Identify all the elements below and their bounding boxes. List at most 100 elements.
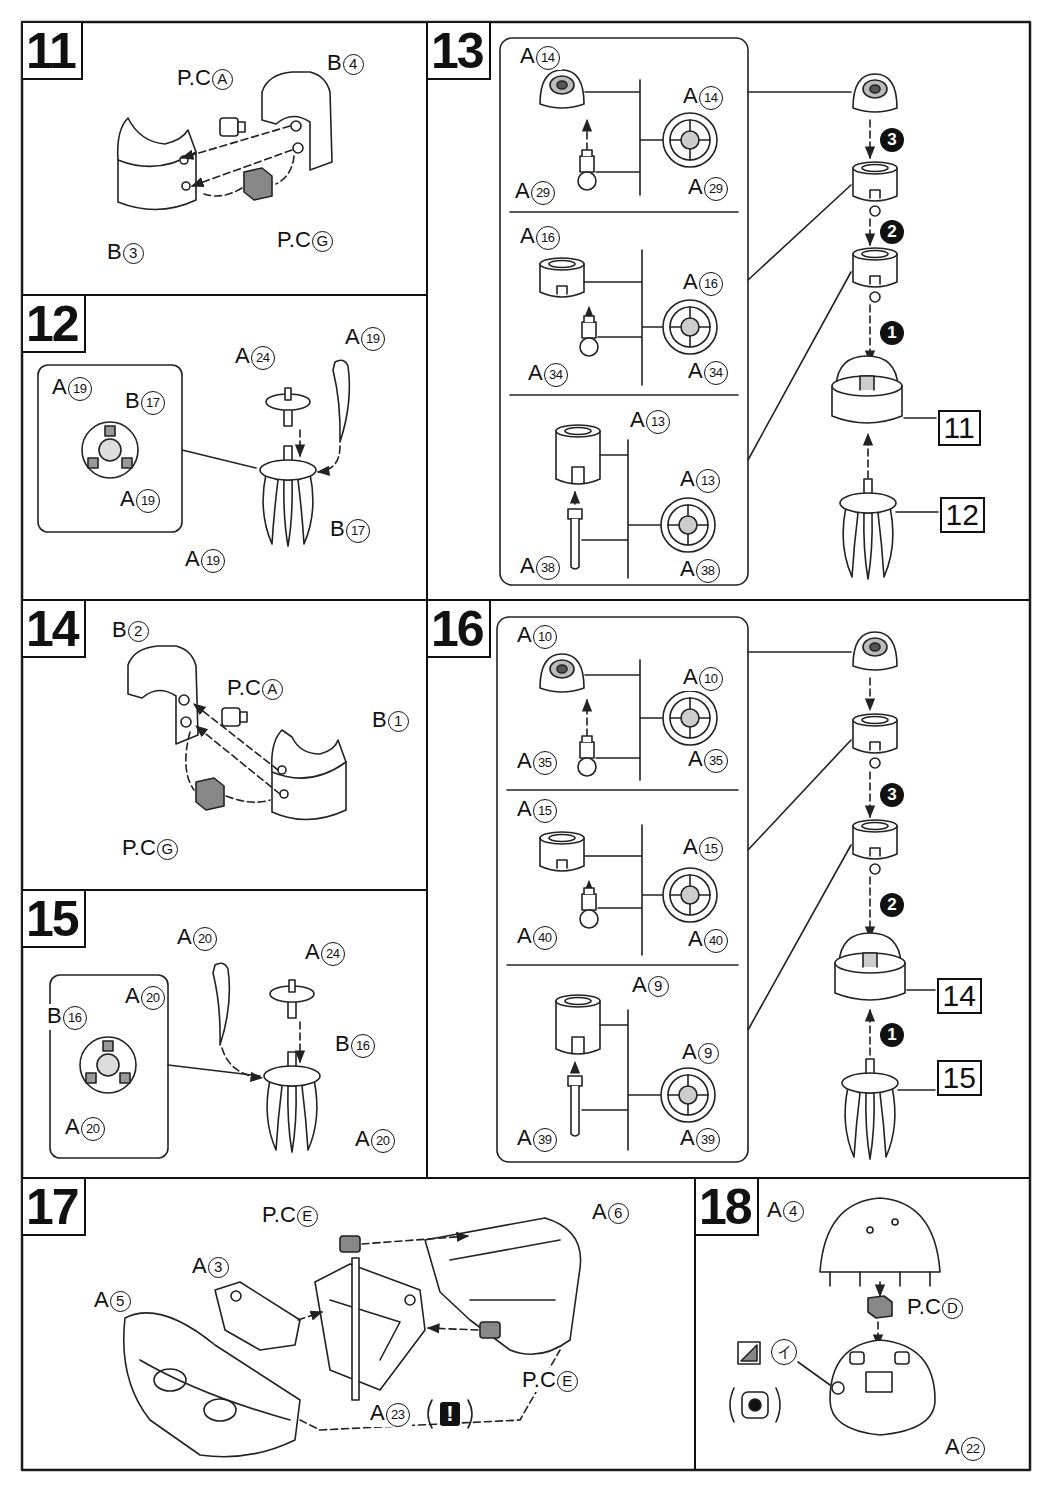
- step-marker: 2: [880, 220, 904, 244]
- circled-number: 29: [531, 181, 555, 205]
- part-label: A15: [681, 835, 725, 861]
- circled-number: 15: [699, 837, 723, 861]
- circled-number: 20: [81, 1117, 105, 1141]
- part-label: A38: [678, 557, 722, 583]
- subassembly-ref: 11: [938, 410, 981, 446]
- ref-number: 11: [938, 410, 981, 446]
- circled-number: 4: [783, 1201, 804, 1222]
- part-label: A6: [590, 1200, 631, 1224]
- step-number: 15: [23, 891, 86, 948]
- step-number: 11: [23, 23, 83, 80]
- circled-number: 1: [388, 711, 409, 732]
- part-label: P.CA: [225, 676, 285, 700]
- step-number: 12: [23, 296, 86, 353]
- step-marker: 2: [880, 893, 904, 917]
- part-label: P.CG: [275, 228, 335, 252]
- part-label: A16: [518, 224, 562, 250]
- ref-number: 12: [940, 497, 985, 533]
- circled-number: 40: [704, 929, 728, 953]
- part-label: A24: [233, 344, 277, 370]
- part-label: A13: [678, 467, 722, 493]
- part-label: A13: [628, 408, 672, 434]
- circled-number: 34: [704, 361, 728, 385]
- part-label: B16: [333, 1032, 377, 1058]
- part-label: A29: [513, 179, 557, 205]
- step-number: 17: [23, 1179, 86, 1236]
- part-label: A20: [63, 1115, 107, 1141]
- part-label: A40: [515, 924, 559, 950]
- circled-number: 9: [698, 1043, 719, 1064]
- circled-number: 13: [646, 410, 670, 434]
- part-label: A40: [686, 927, 730, 953]
- part-label: B16: [45, 1004, 89, 1030]
- circled-number: 3: [208, 1257, 229, 1278]
- circled-number: 16: [699, 272, 723, 296]
- part-label: A16: [681, 270, 725, 296]
- part-label: A19: [183, 547, 227, 573]
- circled-number: 14: [536, 46, 560, 70]
- part-label: A3: [190, 1254, 231, 1278]
- part-label: B3: [105, 240, 146, 264]
- step-number: 18: [696, 1179, 759, 1236]
- part-label: A24: [303, 940, 347, 966]
- part-label: B17: [328, 517, 372, 543]
- circled-number: 24: [321, 942, 345, 966]
- part-label: A14: [681, 84, 725, 110]
- circled-number: 16: [63, 1006, 87, 1030]
- circled-number: 13: [696, 469, 720, 493]
- part-label: A5: [92, 1288, 133, 1312]
- part-label: P.CE: [260, 1203, 320, 1227]
- part-label: B17: [123, 389, 167, 415]
- circled-number: 38: [536, 556, 560, 580]
- circled-number: 5: [110, 1291, 131, 1312]
- circled-number: 2: [128, 621, 149, 642]
- part-label: A19: [343, 325, 387, 351]
- part-label: A20: [175, 925, 219, 951]
- circled-number: 39: [696, 1128, 720, 1152]
- circled-number: 23: [386, 1403, 410, 1427]
- circled-number: 17: [346, 519, 370, 543]
- part-label: P.CG: [120, 836, 180, 860]
- circled-number: 6: [608, 1203, 629, 1224]
- part-label: A22: [943, 1435, 987, 1461]
- step-number: 13: [428, 23, 491, 80]
- part-label: B4: [325, 51, 366, 75]
- circled-number: G: [312, 231, 333, 252]
- circled-number: G: [157, 839, 178, 860]
- part-label: A35: [686, 747, 730, 773]
- circled-number: 35: [533, 751, 557, 775]
- part-label: A10: [515, 623, 559, 649]
- ref-number: 14: [937, 978, 982, 1014]
- circled-number: 38: [696, 559, 720, 583]
- part-label: A9: [630, 973, 671, 997]
- part-label: A29: [686, 175, 730, 201]
- circled-number: A: [212, 69, 233, 90]
- circled-number: 22: [961, 1437, 985, 1461]
- part-label: B1: [370, 708, 411, 732]
- ref-number: 15: [937, 1060, 982, 1096]
- part-label: A15: [515, 797, 559, 823]
- circled-number: 20: [141, 986, 165, 1010]
- circled-number: E: [297, 1206, 318, 1227]
- step-panel: 14: [22, 600, 427, 890]
- circled-number: 29: [704, 177, 728, 201]
- step-panel: 11: [22, 22, 427, 295]
- finish-mark: イ: [771, 1339, 797, 1365]
- step-marker: 1: [880, 321, 904, 345]
- part-label: A10: [681, 665, 725, 691]
- part-label: B2: [110, 618, 151, 642]
- part-label: A35: [515, 749, 559, 775]
- circled-number: 15: [533, 799, 557, 823]
- circled-number: 39: [533, 1128, 557, 1152]
- caution-mark: !: [440, 1402, 460, 1426]
- part-label: P.CA: [175, 66, 235, 90]
- step-panel: 18: [695, 1178, 1030, 1470]
- part-label: A34: [526, 361, 570, 387]
- step-number: 16: [428, 601, 491, 658]
- part-label: A38: [518, 554, 562, 580]
- part-label: P.CE: [520, 1368, 580, 1392]
- circled-number: 19: [361, 327, 385, 351]
- step-marker: 3: [880, 128, 904, 152]
- circled-number: 20: [371, 1129, 395, 1153]
- circled-number: 35: [704, 749, 728, 773]
